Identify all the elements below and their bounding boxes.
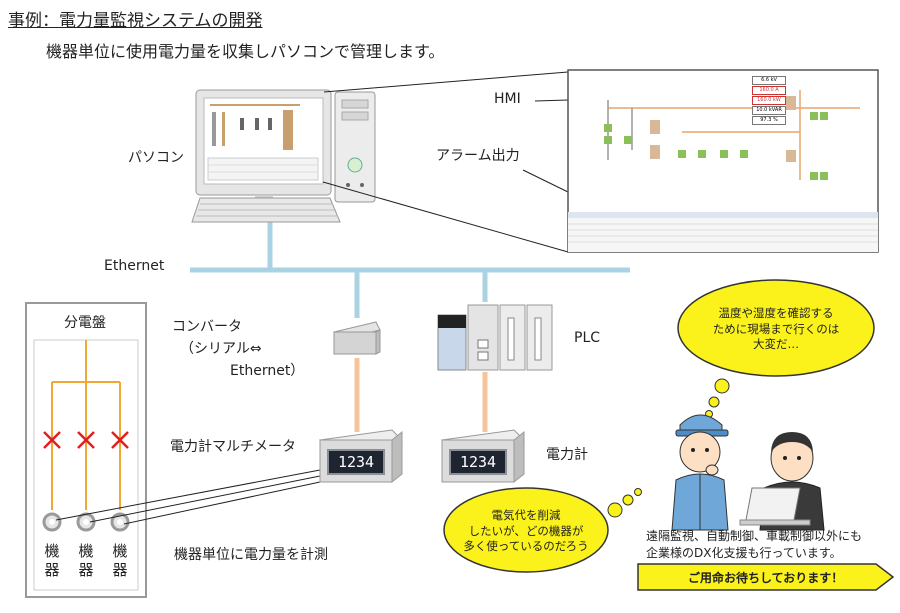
pc-tower [334, 91, 376, 203]
manager-thought-line-1: 電気代を削減 [491, 508, 561, 522]
device-label: 機 器 [43, 542, 61, 580]
manager-thought-line-2: したいが、どの機器が [468, 523, 584, 538]
serial-lines [354, 358, 488, 432]
worker-figure [671, 414, 729, 531]
measure-label: 機器単位に電力量を計測 [174, 547, 328, 563]
converter-label-1: コンバータ [172, 319, 242, 335]
manager-thought-text: 電気代を削減 したいが、どの機器が 多く使っているのだろう [450, 508, 602, 555]
panel-label: 分電盤 [64, 315, 106, 331]
multimeter-label: 電力計マルチメータ [170, 439, 296, 455]
device-label-bottom: 器 [112, 560, 128, 579]
plc-device [437, 304, 553, 371]
call-to-action-banner [637, 563, 895, 591]
hmi-screen [567, 69, 879, 253]
pc-monitor [195, 89, 332, 208]
distribution-panel [25, 302, 147, 598]
ethernet-label: Ethernet [104, 258, 165, 274]
hmi-label: HMI [494, 91, 521, 107]
device-label-bottom: 器 [44, 560, 60, 579]
device-label-top: 機 [44, 542, 60, 560]
converter-label-2: （シリアル⇔ [180, 341, 262, 357]
hmi-readout: 10.0 kVAR [752, 106, 786, 115]
hmi-readout: 160.0 kW [752, 96, 786, 105]
converter-label-3: Ethernet） [230, 363, 305, 379]
powermeter-display: 1234 [449, 449, 507, 475]
manager-thought-line-3: 多く使っているのだろう [463, 539, 589, 554]
hmi-readout-list: 6.6 kV 160.0 A 160.0 kW 10.0 kVAR 97.3 % [752, 76, 786, 125]
dx-support-text: 遠隔監視、自動制御、車載制御以外にも 企業様のDX化支援も行っています。 [646, 528, 862, 562]
hmi-readout: 160.0 A [752, 86, 786, 95]
plc-label: PLC [574, 330, 601, 346]
multimeter-display: 1234 [327, 449, 385, 475]
hmi-readout: 6.6 kV [752, 76, 786, 85]
worker-thought-line-1: 温度や湿度を確認する [718, 306, 834, 320]
worker-thought-bubble [677, 279, 875, 418]
worker-thought-line-3: 大変だ… [753, 337, 799, 352]
keyboard [191, 197, 341, 223]
powermeter-label: 電力計 [546, 447, 588, 463]
worker-thought-line-2: ために現場まで行くのは [712, 321, 840, 336]
banner-text: ご用命お待ちしております！ [688, 571, 844, 585]
manager-figure [739, 432, 825, 531]
page-subtitle: 機器単位に使用電力量を収集しパソコンで管理します。 [46, 42, 445, 61]
device-label-top: 機 [112, 542, 128, 560]
manager-thought-bubble [443, 487, 642, 573]
ethernet-network [190, 218, 630, 318]
hmi-readout: 97.3 % [752, 116, 786, 125]
pc-label: パソコン [128, 150, 184, 166]
alarm-label: アラーム出力 [436, 148, 520, 164]
converter-device [333, 321, 381, 355]
dx-support-line-2: 企業様のDX化支援も行っています。 [646, 545, 842, 560]
worker-thought-text: 温度や湿度を確認する ために現場まで行くのは 大変だ… [690, 306, 862, 353]
device-label-bottom: 器 [78, 560, 94, 579]
device-label: 機 器 [111, 542, 129, 580]
device-label: 機 器 [77, 542, 95, 580]
device-label-top: 機 [78, 542, 94, 560]
page-title: 事例：電力量監視システムの開発 [8, 11, 263, 31]
dx-support-line-1: 遠隔監視、自動制御、車載制御以外にも [646, 529, 863, 543]
